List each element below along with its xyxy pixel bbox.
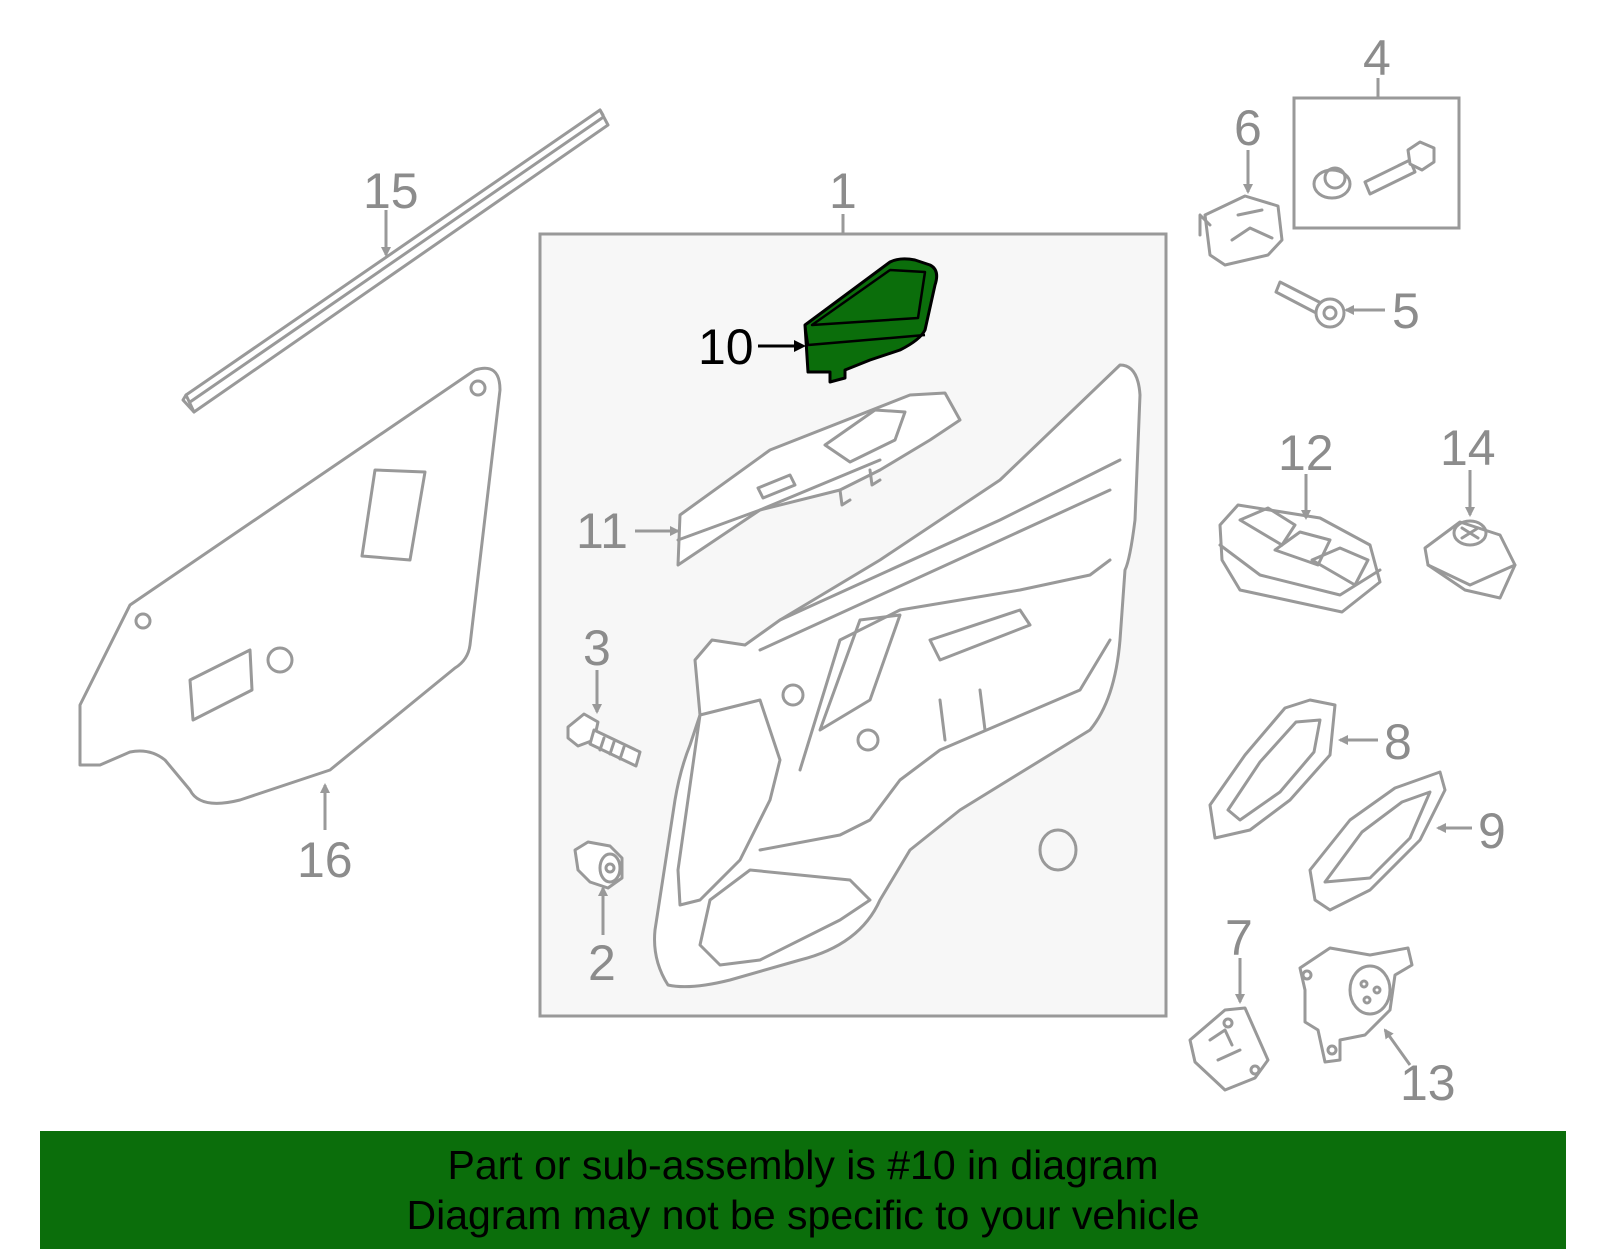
callout-12: 12	[1278, 425, 1334, 520]
callout-15: 15	[363, 163, 419, 257]
part-2-clip	[573, 840, 624, 890]
part-5-screw	[1274, 280, 1346, 329]
svg-text:5: 5	[1392, 283, 1420, 339]
svg-text:8: 8	[1384, 714, 1412, 770]
part-1-door-trim-panel	[653, 363, 1142, 989]
callout-6: 6	[1234, 100, 1262, 194]
part-8-cover	[1208, 698, 1337, 840]
callout-2: 2	[588, 886, 616, 991]
part-3-screw	[566, 712, 642, 768]
callout-3: 3	[583, 620, 611, 714]
part-16-water-shield	[78, 366, 502, 805]
callout-9: 9	[1436, 803, 1506, 859]
part-13-motor	[1298, 946, 1414, 1064]
svg-text:2: 2	[588, 935, 616, 991]
svg-text:13: 13	[1400, 1055, 1456, 1111]
callout-14: 14	[1440, 420, 1496, 517]
callout-11: 11	[576, 503, 680, 559]
part-7-bracket	[1188, 1006, 1270, 1092]
svg-text:3: 3	[583, 620, 611, 676]
svg-text:16: 16	[297, 832, 353, 888]
callout-1: 1	[829, 163, 857, 234]
callout-13: 13	[1383, 1028, 1456, 1111]
svg-text:14: 14	[1440, 420, 1496, 476]
svg-text:11: 11	[576, 503, 628, 559]
part-15-weatherstrip	[181, 108, 610, 414]
part-11-switch-panel	[676, 391, 962, 567]
part-10-switch-bezel-highlighted	[803, 257, 939, 384]
svg-text:10: 10	[698, 319, 754, 375]
svg-text:12: 12	[1278, 425, 1334, 481]
part-14-single-switch	[1423, 519, 1517, 600]
svg-text:6: 6	[1234, 100, 1262, 156]
svg-text:7: 7	[1225, 910, 1253, 966]
info-banner: Part or sub-assembly is #10 in diagram D…	[40, 1131, 1566, 1249]
svg-text:15: 15	[363, 163, 419, 219]
part-9-cover	[1308, 770, 1447, 912]
part-6-bracket	[1198, 194, 1284, 267]
banner-line-disclaimer: Diagram may not be specific to your vehi…	[406, 1192, 1200, 1238]
svg-text:9: 9	[1478, 803, 1506, 859]
callout-16: 16	[297, 783, 353, 888]
part-4-fastener-kit	[1292, 96, 1461, 230]
banner-line-part-info: Part or sub-assembly is #10 in diagram	[447, 1142, 1159, 1188]
parts-diagram: 15 16 1	[78, 30, 1517, 1111]
svg-text:1: 1	[829, 163, 857, 219]
svg-text:4: 4	[1363, 30, 1391, 86]
callout-10: 10	[698, 319, 806, 375]
callout-4: 4	[1363, 30, 1391, 98]
callout-8: 8	[1338, 714, 1412, 770]
callout-5: 5	[1344, 283, 1420, 339]
part-12-window-switch	[1218, 503, 1382, 614]
callout-7: 7	[1225, 910, 1253, 1004]
